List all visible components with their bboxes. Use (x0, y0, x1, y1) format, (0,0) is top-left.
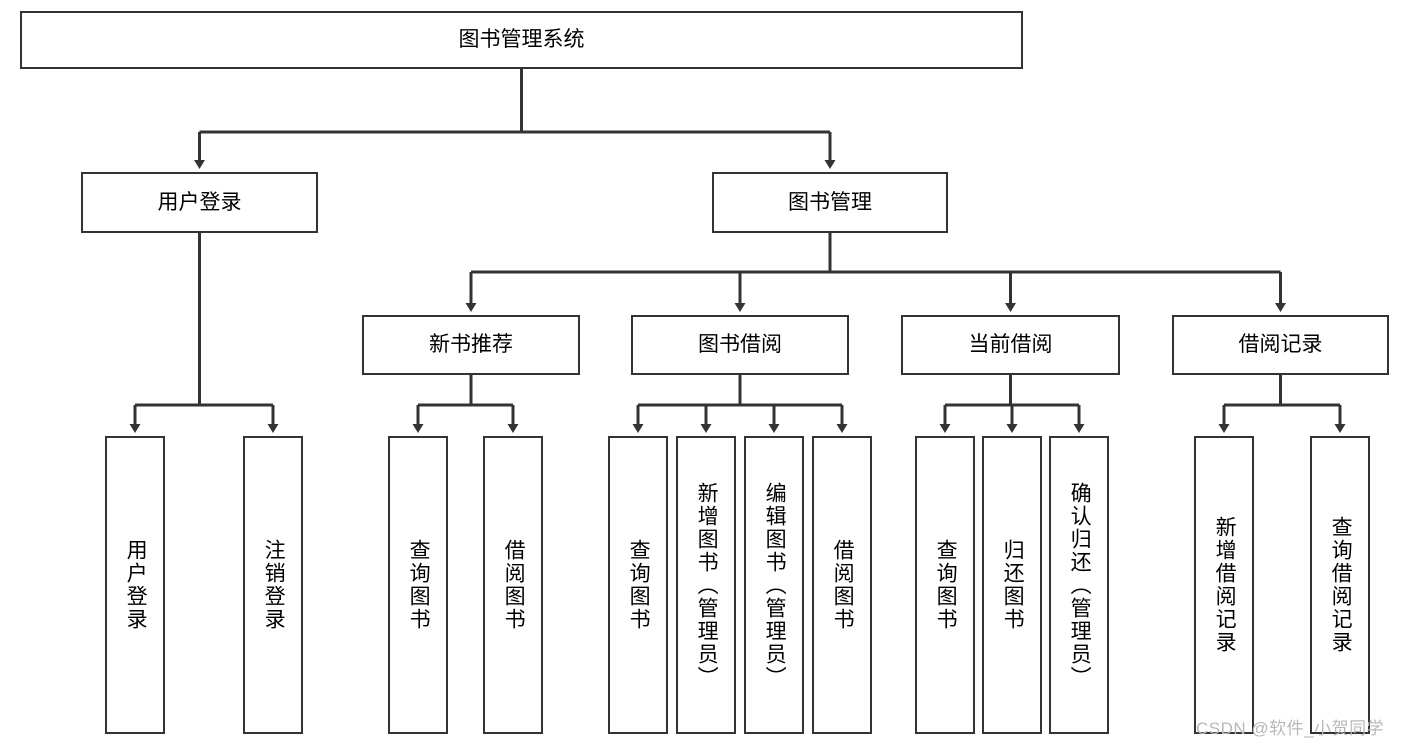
leaf-confirm-return-admin-label: 确认归还（管理员） (1068, 481, 1092, 689)
leaf-query-book-borrow[interactable]: 查询图书 (608, 436, 668, 734)
leaf-user-login[interactable]: 用户登录 (105, 436, 165, 734)
leaf-add-borrow-record[interactable]: 新增借阅记录 (1194, 436, 1254, 734)
watermark-label: CSDN @软件_小贺同学 (1196, 719, 1385, 738)
title-box[interactable]: 图书管理系统 (20, 11, 1023, 69)
book-management[interactable]: 图书管理 (712, 172, 948, 233)
book-borrow-label: 图书借阅 (698, 333, 782, 357)
current-borrow-label: 当前借阅 (968, 333, 1053, 357)
leaf-add-book-admin[interactable]: 新增图书（管理员） (676, 436, 736, 734)
leaf-query-borrow-record[interactable]: 查询借阅记录 (1310, 436, 1370, 734)
leaf-logout-login[interactable]: 注销登录 (243, 436, 303, 734)
leaf-borrow-book-recommend-label: 借阅图书 (502, 539, 526, 631)
leaf-query-book-current-label: 查询图书 (934, 539, 958, 631)
leaf-query-book-borrow-label: 查询图书 (627, 539, 651, 631)
leaf-borrow-book[interactable]: 借阅图书 (812, 436, 872, 734)
leaf-user-login-label: 用户登录 (124, 539, 148, 631)
leaf-add-book-admin-label: 新增图书（管理员） (695, 481, 719, 689)
leaf-borrow-book-label: 借阅图书 (831, 539, 855, 631)
leaf-return-book-label: 归还图书 (1001, 539, 1025, 631)
leaf-logout-login-label: 注销登录 (262, 539, 286, 631)
user-login-label: 用户登录 (157, 190, 242, 214)
book-management-label: 图书管理 (788, 190, 872, 214)
leaf-query-book-recommend[interactable]: 查询图书 (388, 436, 448, 734)
title-box-label: 图书管理系统 (458, 28, 585, 52)
leaf-return-book[interactable]: 归还图书 (982, 436, 1042, 734)
borrow-record[interactable]: 借阅记录 (1172, 315, 1389, 375)
current-borrow[interactable]: 当前借阅 (901, 315, 1120, 375)
leaf-query-book-current[interactable]: 查询图书 (915, 436, 975, 734)
borrow-record-label: 借阅记录 (1238, 333, 1323, 357)
leaf-edit-book-admin[interactable]: 编辑图书（管理员） (744, 436, 804, 734)
leaf-query-borrow-record-label: 查询借阅记录 (1329, 516, 1353, 654)
leaf-edit-book-admin-label: 编辑图书（管理员） (763, 481, 787, 689)
user-login[interactable]: 用户登录 (81, 172, 318, 233)
leaf-borrow-book-recommend[interactable]: 借阅图书 (483, 436, 543, 734)
new-book-recommend[interactable]: 新书推荐 (362, 315, 580, 375)
leaf-confirm-return-admin[interactable]: 确认归还（管理员） (1049, 436, 1109, 734)
book-borrow[interactable]: 图书借阅 (631, 315, 849, 375)
leaf-add-borrow-record-label: 新增借阅记录 (1213, 516, 1237, 654)
new-book-recommend-label: 新书推荐 (429, 333, 513, 357)
leaf-query-book-recommend-label: 查询图书 (407, 539, 431, 631)
